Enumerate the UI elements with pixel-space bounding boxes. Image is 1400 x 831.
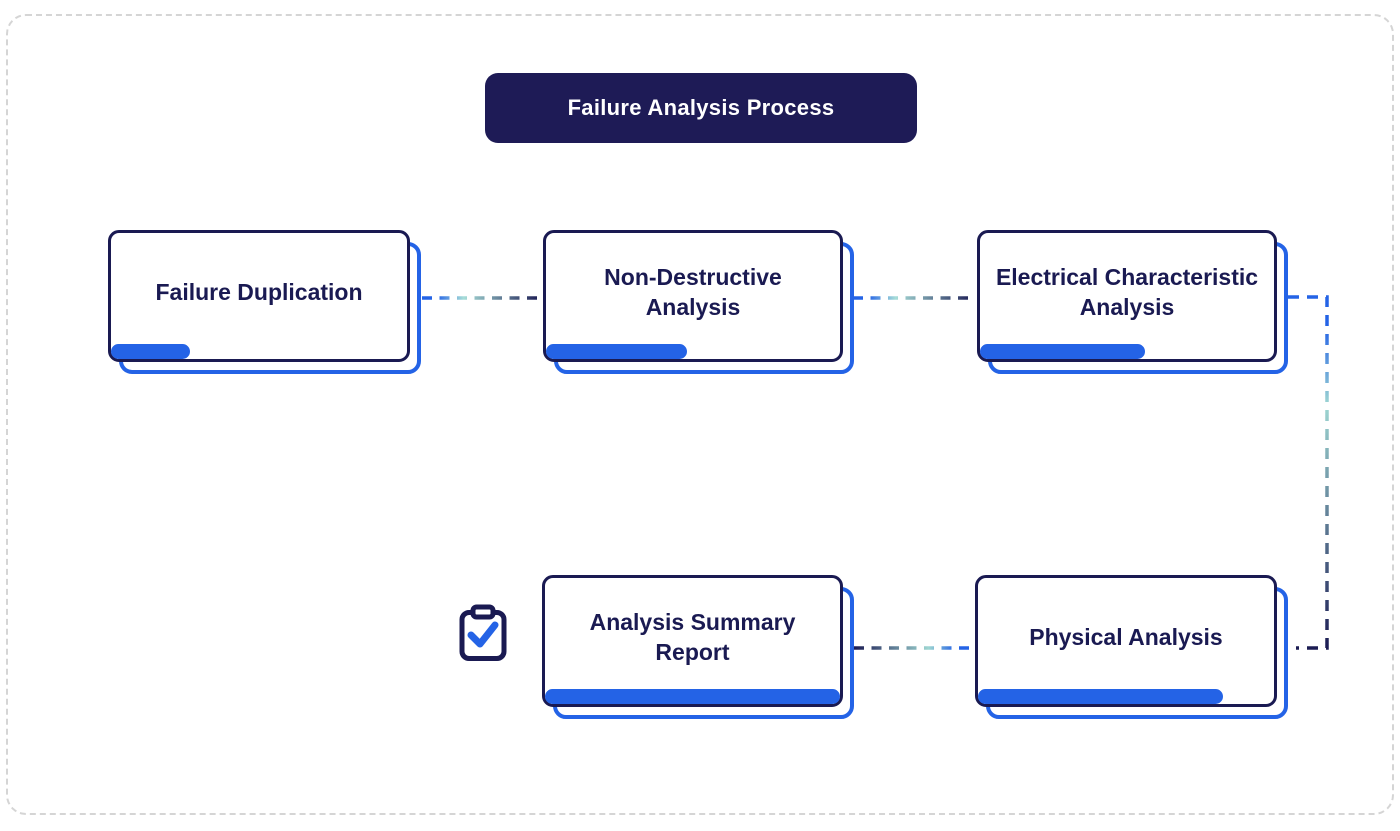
node-physical-analysis: Physical Analysis bbox=[975, 575, 1288, 719]
node-label: Electrical Characteristic Analysis bbox=[995, 264, 1259, 320]
node-non-destructive-analysis: Non-Destructive Analysis bbox=[543, 230, 854, 374]
node-label: Analysis Summary Report bbox=[589, 609, 796, 665]
node-analysis-summary-report: Analysis Summary Report bbox=[542, 575, 854, 719]
node-card: Analysis Summary Report bbox=[542, 575, 843, 707]
page-title: Failure Analysis Process bbox=[567, 95, 835, 120]
node-label: Non-Destructive Analysis bbox=[604, 264, 782, 320]
progress-bar bbox=[978, 689, 1223, 704]
node-card: Physical Analysis bbox=[975, 575, 1277, 707]
node-failure-duplication: Failure Duplication bbox=[108, 230, 421, 374]
progress-bar bbox=[980, 344, 1145, 359]
progress-bar bbox=[546, 344, 687, 359]
clipboard-clip bbox=[470, 604, 496, 620]
node-card: Failure Duplication bbox=[108, 230, 410, 362]
clipboard-check-icon bbox=[459, 604, 507, 667]
node-label: Physical Analysis bbox=[1029, 624, 1223, 651]
checkmark bbox=[467, 621, 499, 648]
progress-bar bbox=[545, 689, 840, 704]
node-electrical-characteristic-analysis: Electrical Characteristic Analysis bbox=[977, 230, 1288, 374]
progress-bar bbox=[111, 344, 190, 359]
node-card: Non-Destructive Analysis bbox=[543, 230, 843, 362]
node-label: Failure Duplication bbox=[155, 279, 363, 306]
node-card: Electrical Characteristic Analysis bbox=[977, 230, 1277, 362]
title-pill: Failure Analysis Process bbox=[485, 73, 917, 143]
connector-electrical-to-physical bbox=[1288, 295, 1329, 650]
